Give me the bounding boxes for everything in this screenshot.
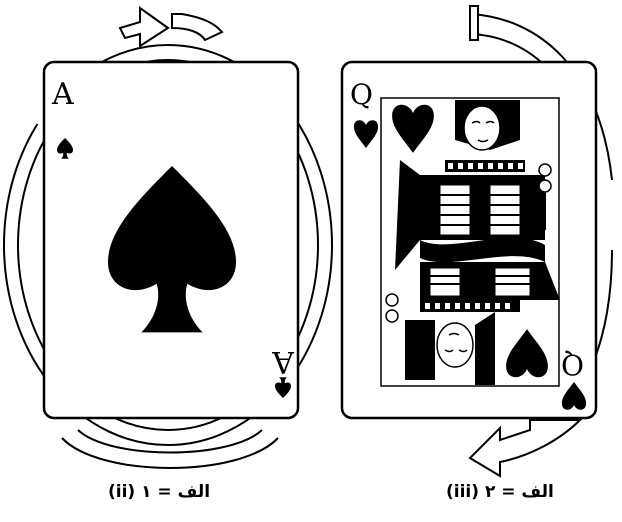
left-arrowhead-icon (120, 8, 168, 46)
caption-right: (iii) الف = ۲ (446, 482, 554, 502)
card-rank-bottom: A (272, 344, 295, 379)
card-rank-bottom-q: Q (561, 348, 584, 381)
left-arc-bottom (62, 430, 278, 468)
card-rank-top-q: Q (350, 78, 373, 111)
queen-of-hearts-card: Q (342, 62, 596, 418)
card-rank-top: A (51, 77, 74, 112)
caption-left: (ii) الف = ۱ (108, 482, 210, 502)
ace-of-spades-card: A A (44, 62, 298, 418)
left-arrow-tail-icon (172, 14, 222, 40)
